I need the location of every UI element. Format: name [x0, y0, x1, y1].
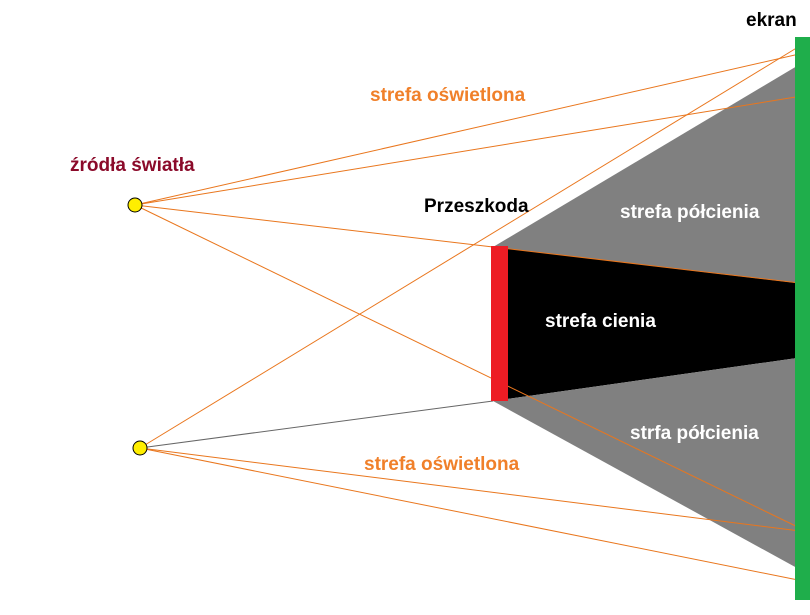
penumbra-top-region: [493, 66, 797, 283]
screen-label: ekran: [746, 10, 797, 31]
light-source-bottom: [132, 440, 148, 456]
umbra-label: strefa cienia: [545, 311, 656, 332]
obstacle-bar: [491, 246, 508, 401]
ray: [134, 204, 809, 285]
obstacle-label: Przeszkoda: [424, 196, 529, 217]
light-sources-label: źródła światła: [70, 155, 195, 176]
penumbra-bottom-label: strfa półcienia: [630, 423, 759, 444]
ray: [139, 447, 809, 583]
ray: [134, 204, 809, 533]
ray-grey: [139, 400, 494, 449]
lit-zone-bottom-label: strefa oświetlona: [364, 454, 520, 475]
light-source-top: [127, 197, 143, 213]
rays-bottom-source: [139, 40, 809, 583]
ray: [139, 40, 809, 449]
rays-top-source: [134, 51, 809, 533]
penumbra-top-label: strefa półcienia: [620, 202, 760, 223]
lit-zone-top-label: strefa oświetlona: [370, 85, 526, 106]
umbra-region: [493, 247, 797, 401]
ray: [134, 51, 809, 206]
penumbra-bottom-region: [493, 358, 797, 568]
ray: [134, 94, 809, 206]
screen-bar: [795, 37, 810, 600]
ray: [139, 447, 809, 533]
